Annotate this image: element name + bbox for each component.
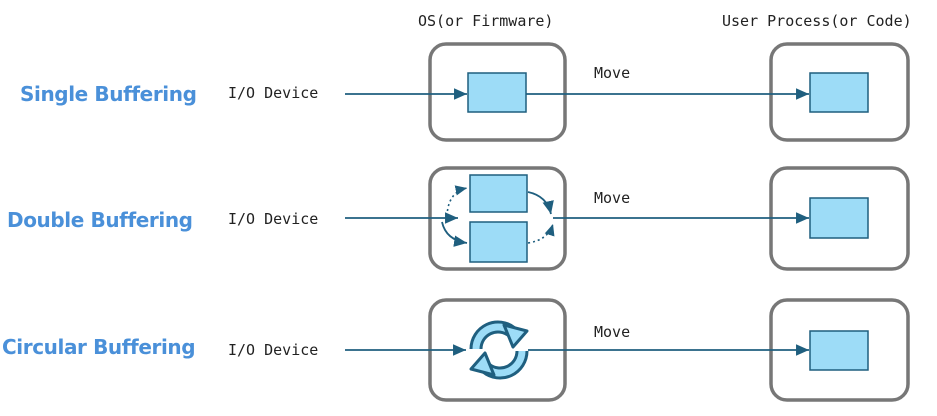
os-buffer-double-top — [469, 174, 528, 213]
os-container-single — [428, 42, 567, 142]
circular-buffering-title: Circular Buffering — [2, 335, 196, 359]
os-column-header: OS(or Firmware) — [418, 12, 554, 30]
user-buffer-double — [809, 197, 869, 239]
os-buffer-double-bottom — [469, 221, 528, 263]
move-label-single: Move — [594, 64, 631, 82]
user-buffer-single — [809, 72, 869, 113]
fill-arrow-bottom — [441, 221, 468, 247]
single-buffering-title: Single Buffering — [20, 82, 197, 106]
move-label-double: Move — [594, 189, 631, 207]
io-device-label-single: I/O Device — [228, 84, 319, 102]
user-process-column-header: User Process(or Code) — [722, 12, 912, 30]
fill-arrow-top-dotted — [446, 185, 468, 217]
io-device-label-circular: I/O Device — [228, 341, 319, 359]
move-label-circular: Move — [594, 323, 631, 341]
drain-arrow-top — [527, 191, 554, 215]
io-device-label-double: I/O Device — [228, 210, 319, 228]
circular-buffer-icon — [469, 320, 529, 380]
os-buffer-single — [467, 72, 527, 113]
double-buffering-title: Double Buffering — [7, 208, 193, 232]
drain-arrow-bottom-dotted — [527, 223, 555, 244]
user-container-single — [769, 42, 910, 142]
user-buffer-circular — [809, 330, 869, 371]
